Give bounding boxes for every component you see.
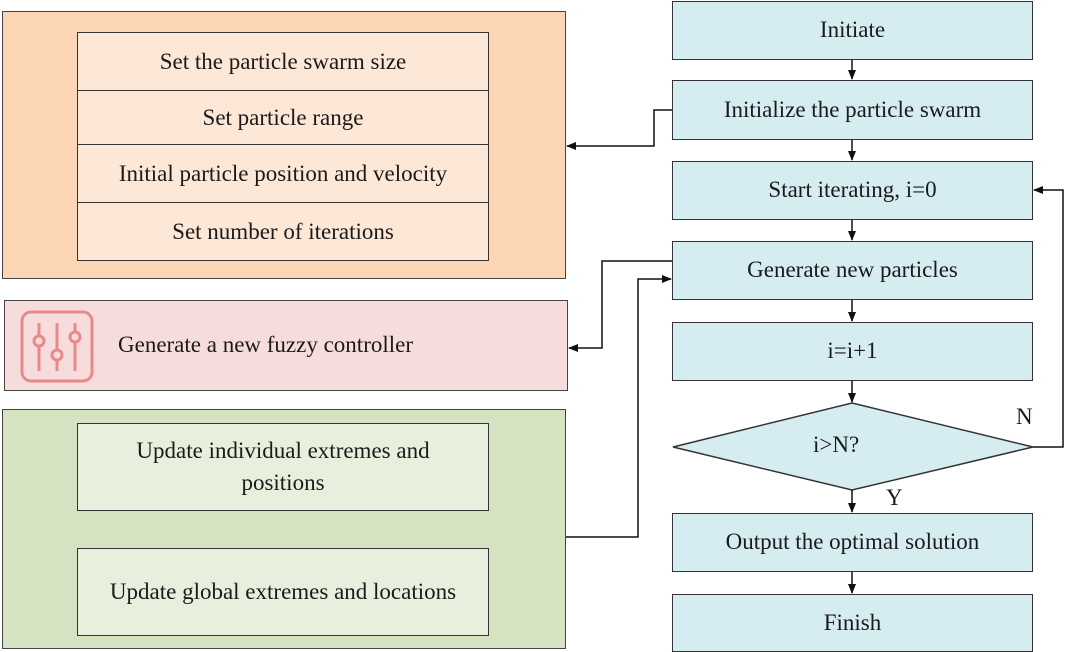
init-item-label: Set the particle swarm size bbox=[159, 49, 407, 74]
step-label: Finish bbox=[823, 609, 882, 635]
no-branch-label: N bbox=[1016, 404, 1033, 429]
init-swarm-step: Initialize the particle swarm bbox=[672, 80, 1033, 140]
decision-label: i>N? bbox=[813, 432, 860, 457]
sliders-icon bbox=[20, 310, 94, 383]
generate-particles-step: Generate new particles bbox=[672, 241, 1033, 300]
increment-step: i=i+1 bbox=[672, 322, 1033, 381]
init-item-label: Set number of iterations bbox=[172, 218, 394, 244]
step-label: Initialize the particle swarm bbox=[723, 96, 982, 122]
init-item-particle-range: Set particle range bbox=[77, 90, 489, 146]
step-label: Initiate bbox=[819, 17, 886, 43]
step-label: Generate new particles bbox=[747, 257, 958, 283]
init-item-iterations: Set number of iterations bbox=[77, 202, 489, 261]
init-item-label: Set particle range bbox=[202, 105, 364, 130]
step-label: Start iterating, i=0 bbox=[768, 177, 937, 203]
step-label: i=i+1 bbox=[827, 338, 878, 364]
finish-step: Finish bbox=[672, 594, 1033, 652]
init-item-swarm-size: Set the particle swarm size bbox=[77, 32, 489, 92]
step-label: Output the optimal solution bbox=[725, 529, 980, 555]
output-solution-step: Output the optimal solution bbox=[672, 513, 1033, 572]
arrow-no-loop bbox=[1033, 186, 1064, 448]
arrow-update-to-generate bbox=[566, 275, 672, 538]
update-global-box: Update global extremes and locations bbox=[77, 548, 489, 636]
arrow-generate-to-fuzzy bbox=[568, 260, 672, 352]
start-iterating-step: Start iterating, i=0 bbox=[672, 161, 1033, 220]
arrow-init-to-params bbox=[566, 109, 672, 150]
initiate-step: Initiate bbox=[672, 1, 1033, 60]
yes-branch-label: Y bbox=[886, 485, 903, 510]
init-item-label: Initial particle position and velocity bbox=[118, 161, 448, 186]
update-individual-box: Update individual extremes and positions bbox=[77, 423, 489, 511]
update-item-label: Update global extremes and locations bbox=[109, 579, 457, 604]
fuzzy-controller-label: Generate a new fuzzy controller bbox=[118, 332, 414, 357]
update-item-label: Update individual extremes and positions bbox=[136, 437, 430, 495]
fuzzy-controller-panel bbox=[4, 300, 568, 391]
